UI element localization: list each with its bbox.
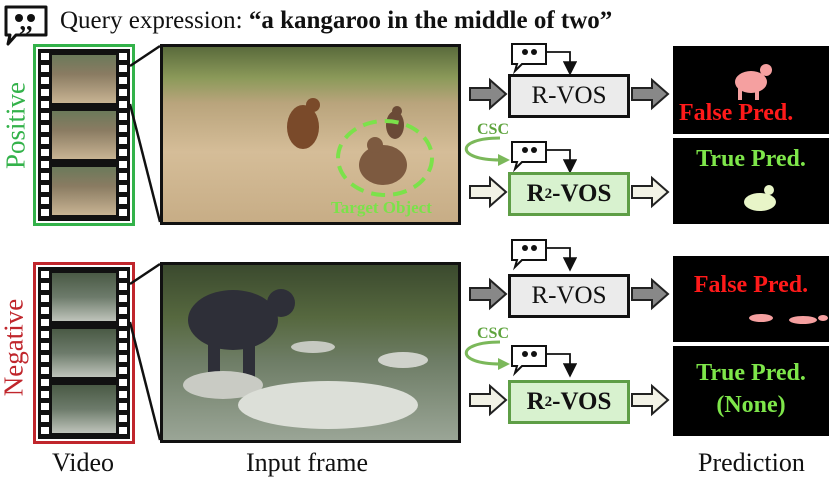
negative-film-strip [38,267,130,439]
video-frame [52,167,116,215]
video-frame [52,55,116,103]
quote-icon: ,, [4,5,48,46]
video-frame [52,385,116,433]
r-vos-box-negative: R-VOS [508,274,630,318]
video-frame [52,273,116,321]
none-label: (None) [716,392,786,418]
csc-curve-arrow-icon [465,136,501,366]
prediction-positive-true: True Pred. [673,138,829,224]
true-pred-label: True Pred. [696,360,806,386]
positive-film-strip [38,49,130,221]
r-vos-box-positive: R-VOS [508,74,630,118]
csc-label-positive: CSC [477,121,510,138]
false-pred-label: False Pred. [679,100,794,126]
column-label-video: Video [52,448,114,477]
quote-icon [511,43,547,377]
prediction-negative-true: True Pred. (None) [673,346,829,436]
negative-input-frame [160,262,461,443]
target-object-label: Target Object [331,198,432,217]
csc-label-negative: CSC [477,325,510,342]
video-frame [52,111,116,159]
prediction-positive-false: False Pred. [673,46,829,134]
true-pred-label: True Pred. [696,146,806,172]
svg-text:,,: ,, [20,7,33,36]
arrow-right-icon [469,77,670,417]
video-frame [52,329,116,377]
prediction-negative-false: False Pred. [673,256,829,342]
query-title: Query expression: “a kangaroo in the mid… [60,7,613,34]
column-label-input-frame: Input frame [246,448,369,477]
column-label-prediction: Prediction [698,448,805,477]
false-pred-label: False Pred. [693,272,809,298]
positive-input-frame: Target Object [160,44,461,225]
